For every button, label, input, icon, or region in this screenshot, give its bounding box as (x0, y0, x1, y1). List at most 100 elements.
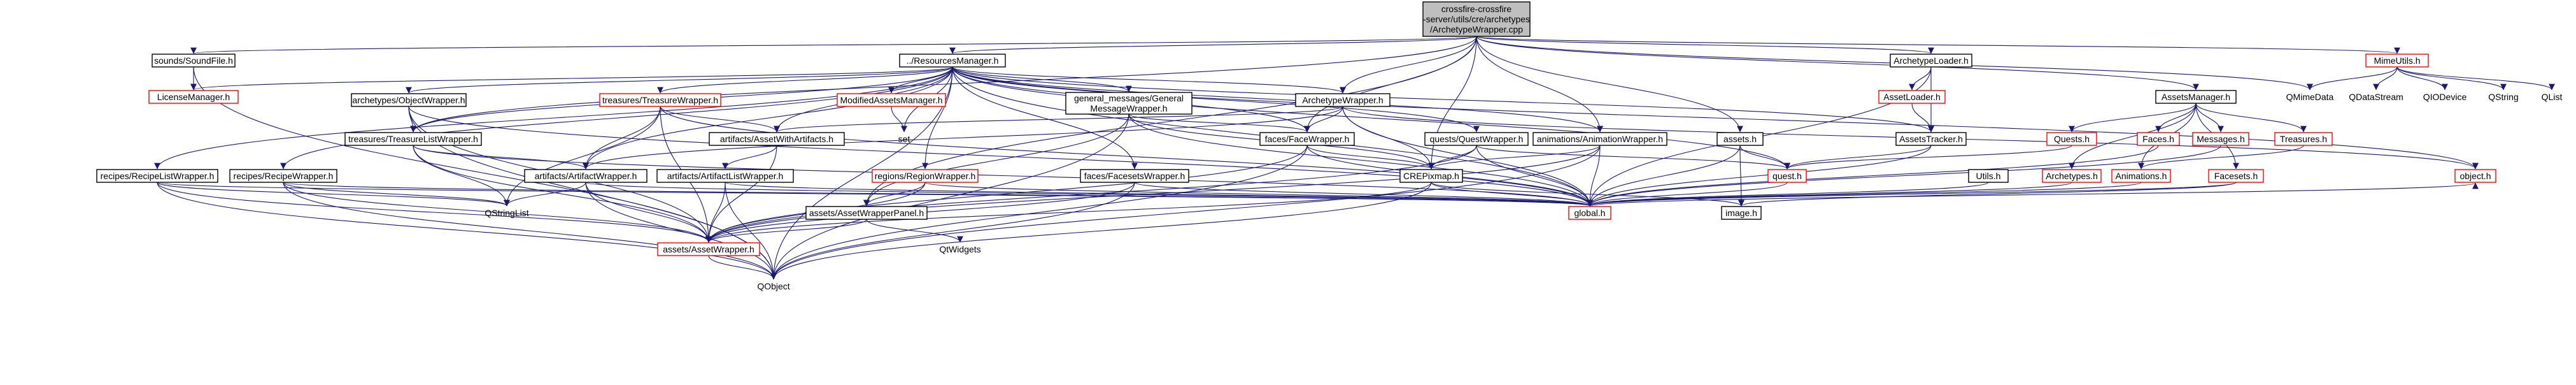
node-treasures[interactable]: Treasures.h (2274, 132, 2333, 146)
edge-assetwrapper-to-qobject (708, 255, 777, 280)
edge-awa-to-artlist (722, 145, 777, 170)
node-assetsh[interactable]: assets.h (1716, 132, 1764, 146)
edge-artwrapper-to-qstringlist (504, 182, 586, 207)
node-assetstracker[interactable]: AssetsTracker.h (1895, 132, 1967, 146)
edge-archloader-to-assetloader (1909, 66, 1932, 91)
node-questwrapper[interactable]: quests/QuestWrapper.h (1424, 132, 1529, 146)
node-archwrapper[interactable]: ArchetypeWrapper.h (1295, 93, 1391, 107)
node-recipelist[interactable]: recipes/RecipeListWrapper.h (96, 169, 218, 183)
node-soundfile[interactable]: sounds/SoundFile.h (152, 54, 236, 68)
node-utils[interactable]: Utils.h (1968, 169, 2009, 183)
edges (154, 36, 2555, 280)
edge-resmgr-to-region (922, 66, 953, 170)
node-quests[interactable]: Quests.h (2046, 132, 2097, 146)
node-label: faces/FaceWrapper.h (1265, 134, 1350, 144)
edge-treasurewrapper-to-awa (660, 106, 780, 133)
edge-archwrapper-to-facewrapper (1304, 106, 1343, 133)
node-qmimedata: QMimeData (2286, 92, 2334, 102)
node-label: Quests.h (2054, 134, 2090, 144)
edge-crepixmap-to-qobject (770, 182, 1432, 280)
node-assetwrapper[interactable]: assets/AssetWrapper.h (657, 242, 760, 256)
edge-archwrapper-to-awa (774, 106, 1343, 133)
node-awa[interactable]: artifacts/AssetWithArtifacts.h (709, 132, 845, 146)
node-box (1895, 132, 1967, 146)
node-box (1295, 93, 1391, 107)
node-modassets[interactable]: ModifiedAssetsManager.h (837, 93, 946, 107)
node-quest[interactable]: quest.h (1767, 169, 1807, 183)
edge-root-to-assetsmgr (1476, 36, 2199, 91)
node-tlwrapper[interactable]: treasures/TreasureListWrapper.h (344, 132, 482, 146)
edge-artlist-to-global (725, 182, 1593, 207)
node-awpanel[interactable]: assets/AssetWrapperPanel.h (805, 206, 928, 220)
node-label: recipes/RecipeWrapper.h (234, 171, 334, 181)
node-box (709, 132, 845, 146)
edge-genmsg-to-qobject (770, 113, 1129, 280)
node-objwrapper[interactable]: archetypes/ObjectWrapper.h (351, 93, 467, 107)
edge-resmgr-to-archwrapper (952, 66, 1346, 94)
node-box (1721, 206, 1762, 220)
edge-questwrapper-to-global (1476, 145, 1593, 207)
node-crepixmap[interactable]: CREPixmap.h (1399, 169, 1463, 183)
node-box (1422, 1, 1531, 37)
node-treasurewrapper[interactable]: treasures/TreasureWrapper.h (599, 93, 721, 107)
edge-messages-to-global (1587, 145, 2221, 207)
node-label: archetypes/ObjectWrapper.h (352, 95, 465, 105)
node-animwrapper[interactable]: animations/AnimationWrapper.h (1532, 132, 1667, 146)
node-object[interactable]: object.h (2454, 169, 2496, 183)
edge-faces-to-global (1587, 145, 2159, 207)
node-archetypes[interactable]: Archetypes.h (2042, 169, 2102, 183)
node-messages[interactable]: Messages.h (2192, 132, 2249, 146)
edge-facesets_h-to-global (1587, 182, 2237, 207)
edge-treasurewrapper-to-artwrapper (583, 106, 661, 170)
node-global[interactable]: global.h (1568, 206, 1611, 220)
node-assetloader[interactable]: AssetLoader.h (1878, 90, 1946, 104)
node-assetsmgr[interactable]: AssetsManager.h (2155, 90, 2237, 104)
node-qwidgets: QtWidgets (939, 244, 980, 254)
node-label: Treasures.h (2280, 134, 2327, 144)
edge-recipelist-to-assetwrapper (157, 182, 712, 243)
edge-assetsmgr-to-treasures (2195, 103, 2307, 133)
node-box (2042, 169, 2102, 183)
node-facesets[interactable]: faces/FacesetsWrapper.h (1080, 169, 1189, 183)
node-label: QStringList (485, 208, 528, 218)
edge-root-to-crepixmap (1428, 36, 1477, 170)
edge-archwrapper-to-global (1342, 106, 1593, 207)
node-archloader[interactable]: ArchetypeLoader.h (1890, 54, 1972, 68)
node-animations[interactable]: Animations.h (2111, 169, 2171, 183)
node-artwrapper[interactable]: artifacts/ArtifactWrapper.h (524, 169, 648, 183)
edge-assetsh-to-quest (1739, 145, 1790, 170)
node-label: MimeUtils.h (2374, 55, 2420, 66)
edge-tlwrapper-to-global (413, 145, 1593, 207)
edge-root-to-archwrapper (1340, 36, 1477, 94)
edge-treasures-to-animations (2138, 145, 2304, 170)
edge-archwrapper-to-artwrapper (583, 106, 1343, 170)
node-recipe[interactable]: recipes/RecipeWrapper.h (229, 169, 337, 183)
node-faces[interactable]: Faces.h (2137, 132, 2180, 146)
node-label: treasures/TreasureWrapper.h (602, 95, 718, 105)
node-image[interactable]: image.h (1721, 206, 1762, 220)
node-label: ArchetypeWrapper.h (1302, 95, 1383, 105)
edge-resmgr-to-genmsg (952, 66, 1132, 92)
node-box (351, 93, 467, 107)
edge-root-to-tlwrapper (410, 36, 1477, 133)
node-label: quest.h (1773, 171, 1802, 181)
node-region[interactable]: regions/RegionWrapper.h (872, 169, 979, 183)
node-label: ModifiedAssetsManager.h (840, 95, 942, 105)
node-label: ../ResourcesManager.h (907, 55, 999, 66)
edge-resmgr-to-artwrapper (583, 66, 953, 170)
node-qiodevice: QIODevice (2423, 92, 2467, 102)
node-label: global.h (1574, 208, 1605, 218)
node-facewrapper[interactable]: faces/FaceWrapper.h (1259, 132, 1355, 146)
node-resmgr[interactable]: ../ResourcesManager.h (899, 54, 1006, 68)
node-artlist[interactable]: artifacts/ArtifactListWrapper.h (656, 169, 794, 183)
edge-resmgr-to-quest (952, 66, 1790, 170)
node-facesets_h[interactable]: Facesets.h (2208, 169, 2264, 183)
node-box (229, 169, 337, 183)
node-box (1259, 132, 1355, 146)
node-label: MessageWrapper.h (1090, 103, 1167, 113)
node-licmgr[interactable]: LicenseManager.h (148, 90, 239, 104)
node-box (1424, 132, 1529, 146)
node-mimeutils[interactable]: MimeUtils.h (2365, 54, 2429, 68)
edge-awpanel-to-qwidgets (866, 219, 963, 243)
